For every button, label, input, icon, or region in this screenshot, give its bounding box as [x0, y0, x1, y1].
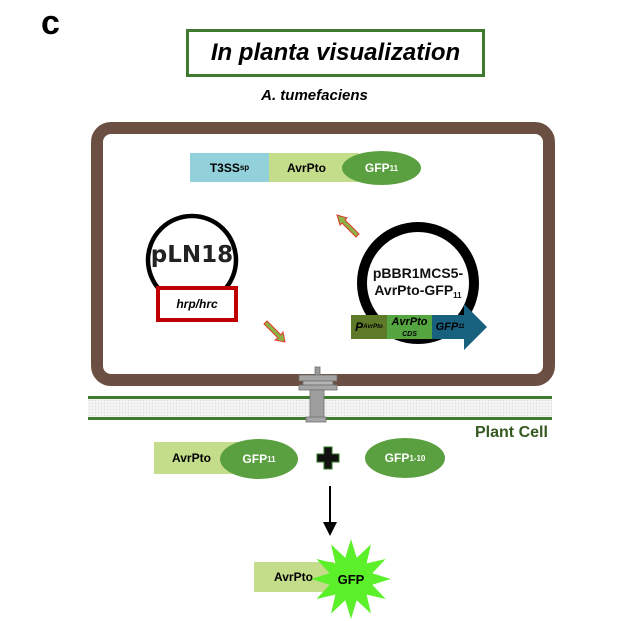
figure-title: In planta visualization	[210, 39, 461, 66]
panel-letter: c	[41, 4, 60, 42]
avrpto-cds-segment: AvrPto CDS	[387, 315, 432, 339]
organism-label: A. tumefaciens	[261, 87, 368, 104]
avrpto-cds-sub: CDS	[402, 331, 417, 338]
fluorescent-gfp-burst-icon	[311, 539, 391, 619]
gfp-sub: 11	[389, 163, 399, 173]
promoter-sub: AvrPto	[363, 324, 383, 330]
secretion-apparatus-icon	[298, 366, 338, 423]
reporter-name-line2-sub: 11	[453, 291, 462, 300]
t3ss-sub: sp	[239, 163, 250, 172]
result-gfp-label-wrap: GFP	[323, 566, 379, 592]
avrpto-cds-label: AvrPto	[391, 316, 428, 328]
title-box: In planta visualization	[186, 29, 485, 77]
result-gfp-label: GFP	[337, 571, 365, 587]
reporter-name-line1: pBBR1MCS5-	[372, 265, 464, 281]
plant-cell-label: Plant Cell	[475, 424, 548, 441]
hrp-hrc-label: hrp/hrc	[176, 297, 218, 311]
gfp1-10-sub: 1-10	[409, 453, 426, 463]
complement-gfp11-label: GFP	[242, 452, 268, 466]
reporter-plasmid-name: pBBR1MCS5- AvrPto-GFP11	[351, 265, 485, 304]
reporter-name-line2: AvrPto-GFP11	[351, 282, 485, 304]
gfp-label: GFP	[364, 161, 390, 175]
avrpto-label: AvrPto	[287, 160, 326, 175]
result-avrpto-label: AvrPto	[274, 570, 313, 584]
hrp-hrc-box: hrp/hrc	[156, 286, 238, 322]
result-avrpto-segment: AvrPto	[254, 562, 334, 592]
promoter-label: P	[355, 320, 364, 334]
expression-arrow-down	[263, 320, 286, 343]
gfp11-gene-text: GFP	[435, 321, 459, 333]
complement-avrpto-label: AvrPto	[172, 451, 211, 465]
reporter-name-line2-text: AvrPto-GFP	[374, 282, 454, 298]
gfp11-gene-arrow	[432, 304, 487, 350]
gfp11-gene-sub: 11	[458, 324, 465, 330]
plasmid-pln18-label: pLN18	[150, 242, 234, 268]
complement-gfp11-sub: 11	[267, 454, 276, 464]
gfp1-10-label: GFP	[384, 451, 410, 465]
t3ss-label: T3SS	[209, 160, 240, 175]
expression-arrow-up	[336, 214, 360, 238]
plus-icon	[316, 446, 340, 470]
reconstitution-arrow-icon	[323, 486, 337, 536]
reporter-plasmid-ring	[357, 222, 479, 344]
gfp-burst-shape	[311, 539, 391, 619]
